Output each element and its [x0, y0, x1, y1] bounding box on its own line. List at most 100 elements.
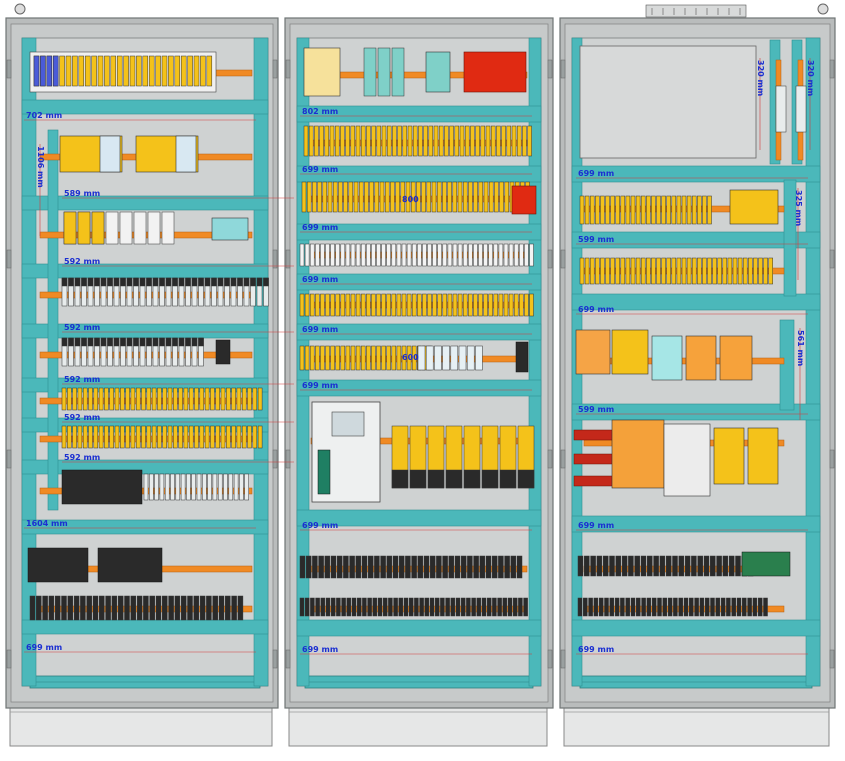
terminal-block [433, 125, 439, 157]
cable-duct [783, 179, 797, 297]
lifting-eye [14, 3, 26, 15]
dimension-label: 802 mm [302, 107, 338, 116]
terminal-block-top [74, 277, 81, 287]
terminal-block [702, 195, 707, 225]
terminal-block [167, 425, 173, 449]
cable-duct [296, 509, 542, 527]
terminal-block [168, 55, 174, 87]
terminal-block-top [185, 277, 191, 287]
terminal-block [381, 243, 386, 267]
terminal-block [353, 181, 359, 213]
dimension-label: 592 mm [64, 375, 100, 384]
cabinet-plinth [9, 705, 273, 747]
terminal-block [481, 597, 487, 617]
terminal-block-top [243, 277, 250, 287]
terminal-block [84, 55, 91, 87]
terminal-block-top [263, 277, 269, 287]
terminal-block [111, 595, 118, 621]
terminal-block [457, 181, 463, 213]
terminal-block [757, 597, 763, 617]
terminal-block [602, 555, 609, 577]
terminal-block [577, 555, 584, 577]
terminal-block [513, 243, 519, 267]
terminal-block [141, 387, 146, 411]
terminal-block [217, 473, 223, 501]
cable-duct [21, 37, 37, 687]
controller-display [331, 411, 365, 437]
terminal-block [120, 425, 125, 449]
terminal-block [651, 597, 657, 617]
lifting-eye [817, 3, 829, 15]
power-supply [211, 217, 249, 241]
terminal-block [193, 55, 200, 87]
terminal-block-top [165, 337, 172, 347]
terminal-block [408, 597, 414, 617]
terminal-block [504, 555, 510, 579]
terminal-block [67, 595, 74, 621]
terminal-block [72, 55, 78, 87]
terminal-block-top [107, 337, 113, 347]
terminal-block [398, 597, 404, 617]
terminal-block [104, 387, 109, 411]
terminal-block [319, 125, 324, 157]
terminal-block [309, 243, 315, 267]
cabinet-plinth [288, 705, 548, 747]
terminal-block [457, 293, 463, 317]
terminal-block-top [159, 277, 165, 287]
terminal-block [241, 425, 247, 449]
terminal-block [455, 597, 461, 617]
rail-length-label: 800 [402, 195, 419, 204]
terminal-block [157, 387, 162, 411]
terminal-block [343, 181, 348, 213]
cable-duct [296, 619, 542, 637]
terminal-block [671, 257, 677, 285]
cable-duct [296, 105, 542, 123]
relay-module [434, 345, 442, 371]
terminal-block [237, 595, 244, 621]
terminal-block [508, 293, 514, 317]
terminal-block [233, 473, 239, 501]
hinge [285, 649, 291, 669]
terminal-block [429, 555, 436, 579]
cable-duct [253, 37, 269, 687]
terminal-block [218, 595, 225, 621]
terminal-block [358, 181, 364, 213]
terminal-block [488, 181, 494, 213]
hinge [560, 59, 566, 79]
terminal-block [634, 555, 640, 577]
terminal-block [621, 555, 628, 577]
hinge [547, 249, 553, 269]
relay-red [511, 185, 537, 215]
dimension-label: 561 mm [796, 330, 805, 366]
terminal-block [646, 257, 651, 285]
dimension-label: 699 mm [302, 521, 338, 530]
terminal-block [178, 425, 183, 449]
hinge [272, 449, 278, 469]
terminal-block [494, 181, 499, 213]
terminal-block [48, 595, 55, 621]
relay-module [161, 211, 175, 245]
terminal-block [167, 387, 173, 411]
terminal-block [310, 597, 315, 617]
terminal-block [97, 55, 104, 87]
terminal-block [340, 125, 345, 157]
terminal-block [178, 387, 183, 411]
terminal-block [694, 597, 699, 617]
hinge [829, 449, 835, 469]
terminal-block [726, 597, 731, 617]
terminal-block [640, 555, 647, 577]
terminal-block [438, 125, 444, 157]
terminal-block [82, 425, 88, 449]
terminal-block [149, 595, 155, 621]
terminal-block [257, 425, 263, 449]
terminal-block [61, 425, 67, 449]
terminal-block [478, 293, 483, 317]
terminal-block [372, 597, 378, 617]
terminal-block [236, 425, 242, 449]
terminal-block [600, 195, 605, 225]
terminal-block [467, 555, 473, 579]
end-clamp [215, 339, 231, 365]
terminal-block [598, 597, 604, 617]
relay-module [475, 345, 483, 371]
terminal-block [304, 597, 310, 617]
